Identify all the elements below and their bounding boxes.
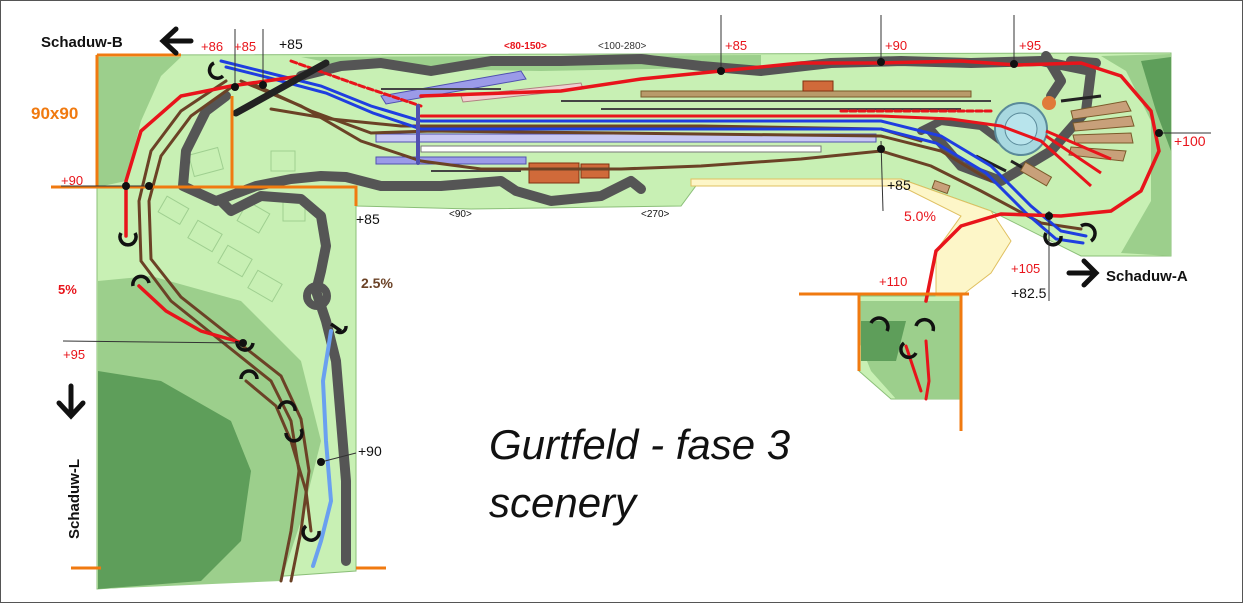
loop-5 <box>277 400 297 412</box>
track-red-peninsula <box>904 339 931 401</box>
grade-mid: 2.5% <box>361 275 393 291</box>
building-2 <box>580 163 610 179</box>
roundhouse <box>1068 100 1135 162</box>
goods-shed <box>640 90 972 98</box>
arrow-right-icon <box>1066 258 1100 288</box>
loop-11 <box>914 317 936 332</box>
yard <box>375 70 1135 195</box>
height-red-90b: +90 <box>61 173 83 188</box>
loop-3 <box>235 340 255 352</box>
track-points <box>122 58 1163 466</box>
bridge <box>232 59 330 117</box>
arrows <box>56 26 1100 420</box>
turntable-spurs <box>1039 129 1112 188</box>
reference-lines <box>61 15 1211 463</box>
loop-7 <box>301 524 321 542</box>
road-loop <box>917 117 1005 145</box>
road-main <box>178 91 646 206</box>
roundabout <box>303 282 331 310</box>
radius-4: <270> <box>641 209 670 220</box>
title-line-2: scenery <box>489 479 639 526</box>
height-red-86: +86 <box>201 39 223 54</box>
grade-left: 5% <box>58 282 77 297</box>
helix-markers <box>118 61 1097 542</box>
track-brown-main-2 <box>249 81 993 183</box>
label-schaduw-a: Schaduw-A <box>1106 268 1188 285</box>
arrow-down-icon <box>56 383 86 420</box>
loop-1 <box>118 232 138 247</box>
loop-6 <box>284 428 304 443</box>
label-schaduw-b: Schaduw-B <box>41 34 123 51</box>
height-red-100: +100 <box>1174 133 1206 149</box>
loop-4 <box>239 369 259 380</box>
track-blue-2 <box>224 65 1085 245</box>
platform-1 <box>380 70 527 105</box>
loop-2 <box>131 274 151 287</box>
track-red-station <box>419 114 1043 143</box>
height-red-110: +110 <box>879 274 907 289</box>
height-red-105: +105 <box>1011 261 1040 276</box>
height-red-95a: +95 <box>1019 38 1041 53</box>
building-3 <box>802 80 834 92</box>
height-red-85a: +85 <box>234 39 256 54</box>
track-brown-left-1 <box>137 79 301 583</box>
loop-14 <box>329 322 348 335</box>
hill-right-dark <box>1141 57 1171 151</box>
tracks <box>124 59 1161 583</box>
hill-top-left <box>98 57 181 187</box>
height-red-85b: +85 <box>725 38 747 53</box>
radius-3: <90> <box>449 209 472 220</box>
platform-5 <box>375 156 527 165</box>
small-building-right-2 <box>1019 161 1053 187</box>
small-building-right <box>931 179 951 195</box>
track-brown-left-2 <box>147 84 311 583</box>
track-red-main <box>124 74 303 238</box>
hill-peninsula-dark <box>861 321 906 361</box>
height-black-82: +82.5 <box>1011 285 1047 301</box>
label-corner-size: 90x90 <box>31 104 78 123</box>
platform-4 <box>420 145 822 153</box>
loop-9 <box>1043 232 1063 247</box>
hill-top-right <box>1101 54 1171 256</box>
yard-tracks <box>381 88 991 172</box>
height-black-85a: +85 <box>279 36 303 52</box>
height-black-85c: +85 <box>887 177 911 193</box>
loop-8 <box>1080 222 1097 243</box>
loop-13 <box>207 61 225 80</box>
label-schaduw-l: Schaduw-L <box>66 459 83 539</box>
track-blue-river <box>311 329 334 568</box>
hill-left-dark <box>98 371 251 589</box>
board-yellow <box>690 178 1012 297</box>
radius-1: <80-150> <box>504 41 547 52</box>
building-1 <box>528 162 580 184</box>
labels: Schaduw-B Schaduw-A Schaduw-L 90x90 5% 2… <box>31 34 1206 539</box>
grade-right: 5.0% <box>904 208 936 224</box>
water-tower <box>1042 96 1056 110</box>
arrow-left-icon <box>159 26 194 56</box>
road-left-down <box>216 191 351 566</box>
height-red-95b: +95 <box>63 347 85 362</box>
track-brown-main-1 <box>239 79 1083 231</box>
edge-peninsula-v <box>857 294 963 431</box>
height-black-85b: +85 <box>356 211 380 227</box>
height-black-90: +90 <box>358 443 382 459</box>
track-red-left-lower <box>137 284 245 345</box>
loop-12 <box>899 341 918 360</box>
radius-2: <100-280> <box>598 41 647 52</box>
height-red-90a: +90 <box>885 38 907 53</box>
buildings <box>157 146 306 303</box>
title-line-1: Gurtfeld - fase 3 <box>489 421 790 468</box>
loop-10 <box>869 316 890 332</box>
